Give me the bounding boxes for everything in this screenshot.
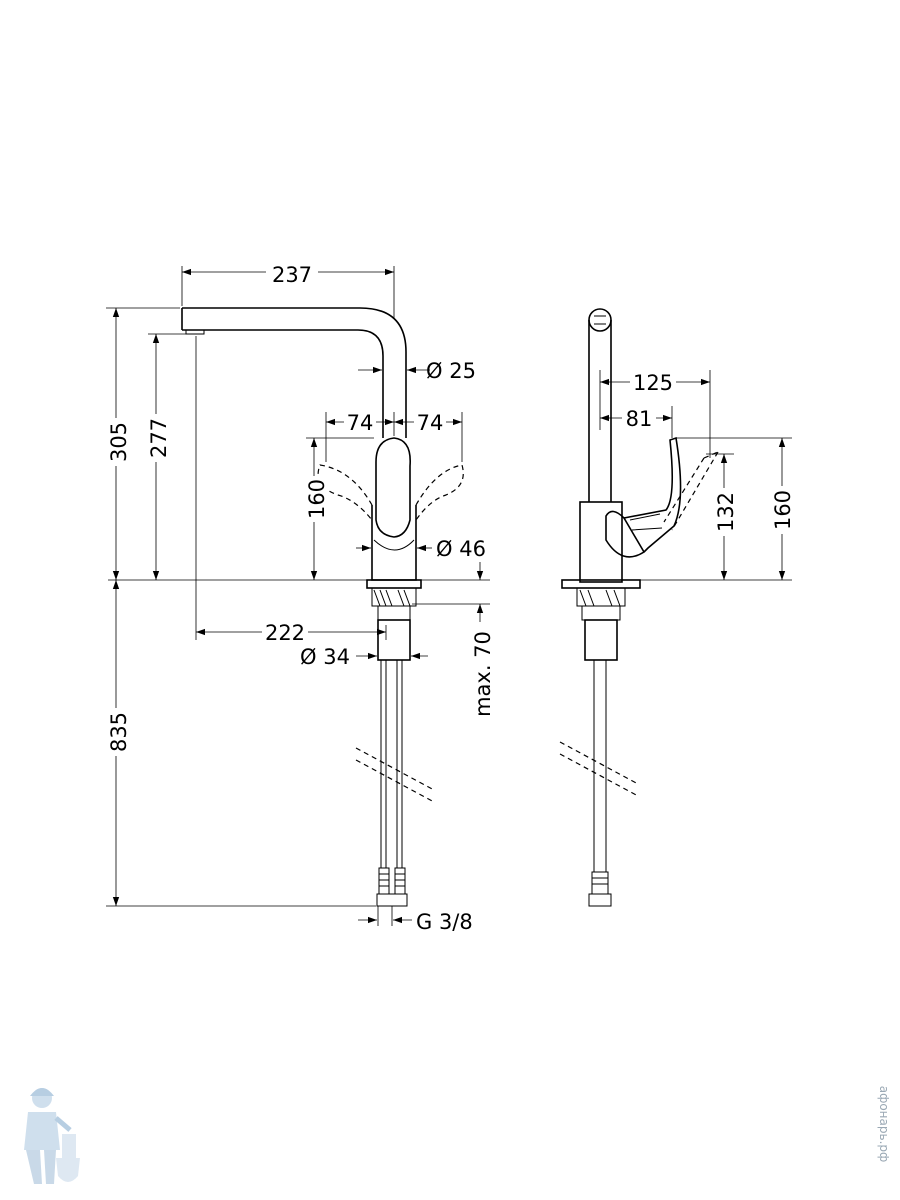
watermark-site-text: афонарь.рф xyxy=(877,1086,891,1163)
dim-hose-length: 835 xyxy=(104,580,376,907)
dim-lever-high-label: 160 xyxy=(771,490,795,530)
dim-lever-height-label: 160 xyxy=(305,479,329,519)
front-view: 237 305 277 Ø 25 74 xyxy=(104,262,495,934)
dim-spout-diameter: Ø 25 xyxy=(358,359,476,383)
dim-spout-reach-label: 237 xyxy=(272,263,312,287)
plumber-mascot-icon xyxy=(24,1088,80,1184)
dim-lever-high: 160 xyxy=(640,437,796,581)
faucet-front-outline xyxy=(108,307,490,907)
dim-lever-right-label: 74 xyxy=(417,411,444,435)
dim-lever-depth: 81 xyxy=(600,406,673,438)
dim-lever-low-label: 132 xyxy=(714,492,738,532)
dim-deck-thickness-label: max. 70 xyxy=(471,631,495,717)
dim-lever-height: 160 xyxy=(302,437,374,580)
dim-connection-thread: G 3/8 xyxy=(358,906,473,934)
dim-lever-travel: 125 xyxy=(599,370,711,458)
dim-spout-reach: 237 xyxy=(181,262,395,318)
dim-outlet-height-label: 277 xyxy=(147,418,171,458)
dim-body-diameter-label: Ø 46 xyxy=(436,537,486,561)
dim-spout-diameter-label: Ø 25 xyxy=(426,359,476,383)
dim-lever-low: 132 xyxy=(706,453,738,580)
dim-lever-depth-label: 81 xyxy=(626,407,653,431)
dim-total-height: 305 xyxy=(104,307,180,580)
faucet-side-outline xyxy=(559,308,719,907)
side-view: 125 81 132 160 xyxy=(559,308,796,907)
dim-outlet-height: 277 xyxy=(144,333,196,580)
dim-hose-length-label: 835 xyxy=(107,712,131,752)
dim-outlet-projection: 222 xyxy=(195,336,387,645)
dim-lever-spread: 74 74 xyxy=(325,410,463,462)
dim-shank-diameter-label: Ø 34 xyxy=(300,645,350,669)
dim-lever-left-label: 74 xyxy=(347,411,374,435)
dim-total-height-label: 305 xyxy=(107,422,131,462)
dim-outlet-projection-label: 222 xyxy=(265,621,305,645)
dim-deck-thickness: max. 70 xyxy=(412,562,495,717)
dim-connection-thread-label: G 3/8 xyxy=(416,910,473,934)
dim-shank-diameter: Ø 34 xyxy=(300,645,428,669)
dim-body-diameter: Ø 46 xyxy=(356,537,486,561)
dim-lever-travel-label: 125 xyxy=(633,371,673,395)
